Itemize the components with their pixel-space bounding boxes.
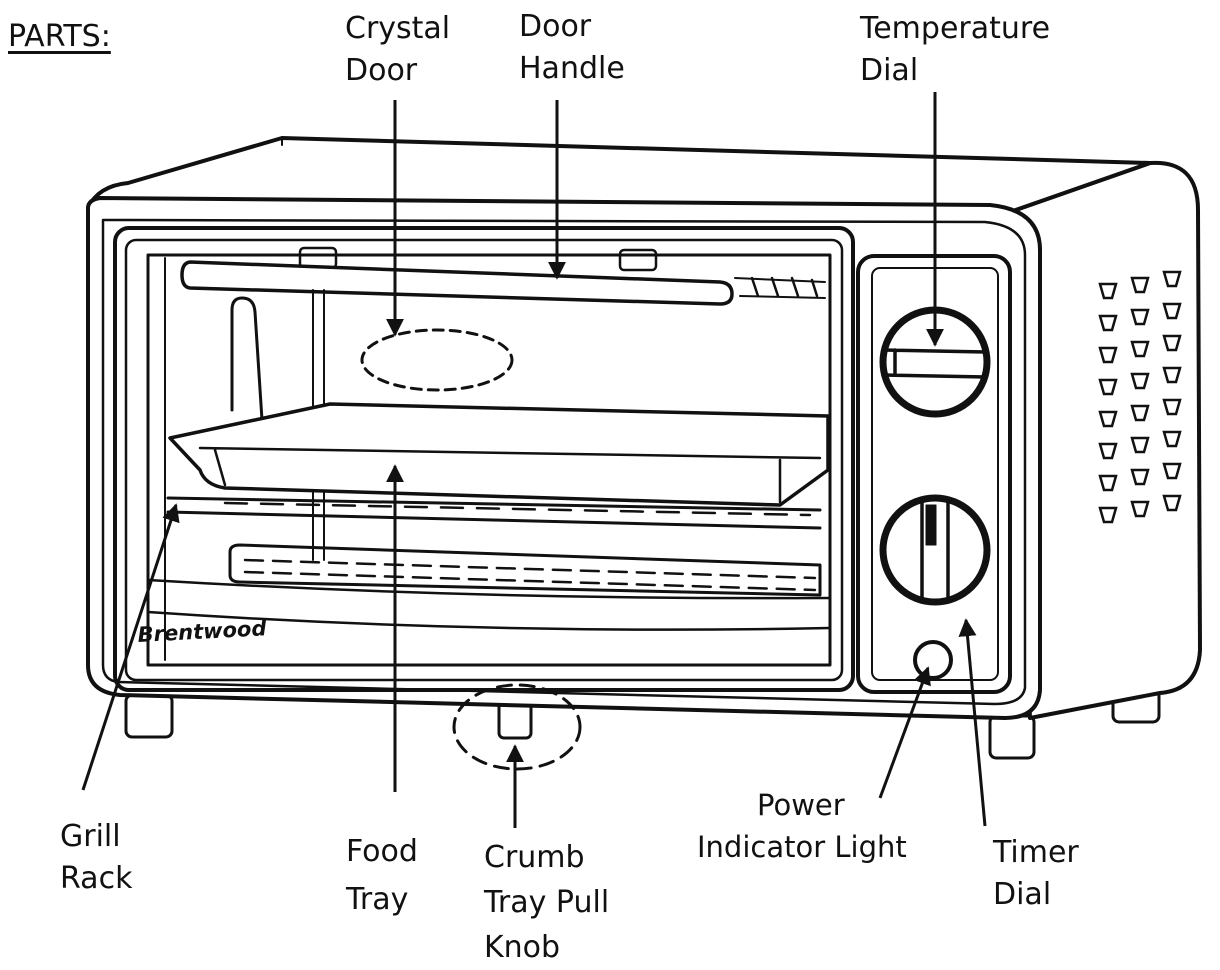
arrow-grill-rack: [81, 503, 180, 791]
label-crumb-tray-pull-knob: Crumb Tray Pull Knob: [484, 840, 610, 965]
oven-side-panel: [1008, 160, 1202, 720]
parts-heading: PARTS:: [8, 19, 111, 54]
label-power-indicator-light: Power Indicator Light: [697, 788, 907, 864]
temperature-dial: [879, 306, 991, 418]
callout-arrows: [81, 92, 987, 828]
front-vent-slots: [228, 543, 822, 597]
oven-feet: [124, 678, 1161, 760]
food-tray: [168, 402, 830, 507]
crystal-door-callout: [360, 328, 514, 392]
grill-rack: [166, 496, 822, 530]
label-timer-dial: Timer Dial: [993, 835, 1079, 912]
label-grill-rack: Grill Rack: [60, 819, 133, 896]
label-crystal-door: Crystal Door: [345, 11, 451, 88]
crystal-door: [113, 226, 855, 692]
label-door-handle: Door Handle: [519, 9, 625, 86]
door-handle: [180, 246, 826, 306]
label-temperature-dial: Temperature Dial: [860, 11, 1051, 88]
side-vent-pattern: [1098, 270, 1182, 524]
arrow-timer-dial: [958, 618, 987, 827]
label-food-tray: Food Tray: [346, 834, 418, 917]
crumb-tray-callout: [452, 683, 582, 771]
power-indicator-light: [913, 640, 953, 680]
arrow-power-indicator-light: [878, 666, 931, 799]
timer-dial: [879, 494, 991, 606]
